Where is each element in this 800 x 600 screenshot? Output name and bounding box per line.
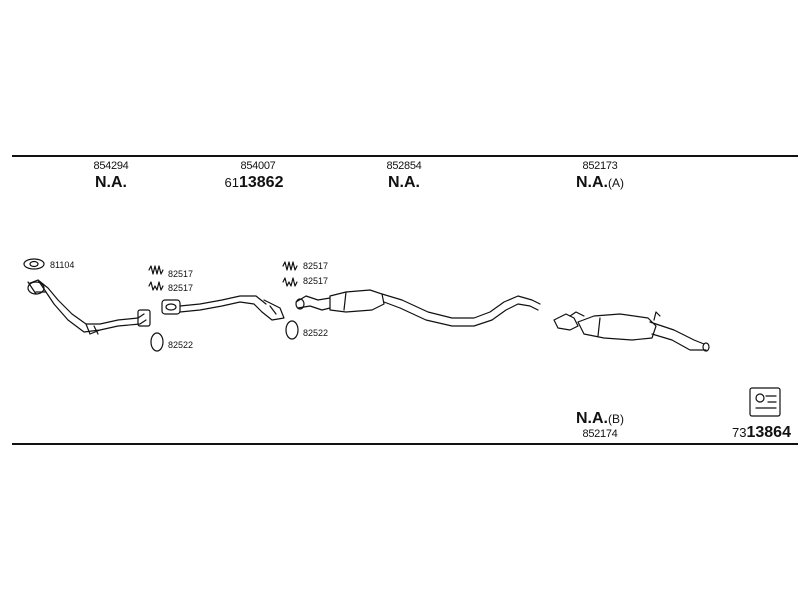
ref-prefix-bottom: 73 bbox=[732, 425, 747, 440]
ref-bottom: 7313864 bbox=[732, 424, 791, 442]
status-bottom: N.A.(B) bbox=[576, 410, 624, 428]
bottom-divider bbox=[12, 443, 798, 445]
status-col3: N.A. bbox=[388, 174, 420, 191]
clamp-icon bbox=[282, 261, 298, 287]
front-gasket-icon bbox=[23, 258, 45, 270]
part-number-col1: 854294 bbox=[93, 160, 129, 172]
status-col1: N.A. bbox=[95, 174, 127, 191]
part-number-col2: 854007 bbox=[240, 160, 276, 172]
part-number-col3: 852854 bbox=[386, 160, 422, 172]
status-text-col4: N.A. bbox=[576, 174, 608, 191]
rear-silencer-icon bbox=[553, 311, 710, 352]
status-col4: N.A.(A) bbox=[576, 174, 624, 192]
centre-silencer-icon bbox=[295, 289, 541, 327]
clamp-icon bbox=[148, 265, 164, 291]
top-divider bbox=[12, 155, 798, 157]
ref-number-col2: 13862 bbox=[238, 174, 284, 191]
part-number-col4: 852173 bbox=[582, 160, 618, 172]
ring-gasket-icon bbox=[285, 320, 299, 340]
part-label-81104: 81104 bbox=[50, 260, 74, 270]
variant-col4: (A) bbox=[608, 176, 624, 190]
ring-gasket-icon bbox=[150, 332, 164, 352]
part-label-82522: 82522 bbox=[303, 328, 328, 338]
part-label-82517: 82517 bbox=[303, 276, 328, 286]
part-label-82522: 82522 bbox=[168, 340, 193, 350]
ref-prefix-col2: 61 bbox=[224, 175, 239, 190]
status-text-bottom: N.A. bbox=[576, 410, 608, 427]
variant-bottom: (B) bbox=[608, 412, 624, 426]
front-pipe-icon bbox=[27, 279, 151, 335]
part-label-82517: 82517 bbox=[303, 261, 328, 271]
intermediate-pipe-icon bbox=[161, 295, 285, 321]
fitting-kit-icon bbox=[749, 387, 781, 417]
ref-number-bottom: 13864 bbox=[746, 424, 791, 441]
part-number-bottom: 852174 bbox=[582, 428, 618, 440]
part-label-82517: 82517 bbox=[168, 269, 193, 279]
part-label-82517: 82517 bbox=[168, 283, 193, 293]
ref-col2: 6113862 bbox=[225, 174, 284, 192]
